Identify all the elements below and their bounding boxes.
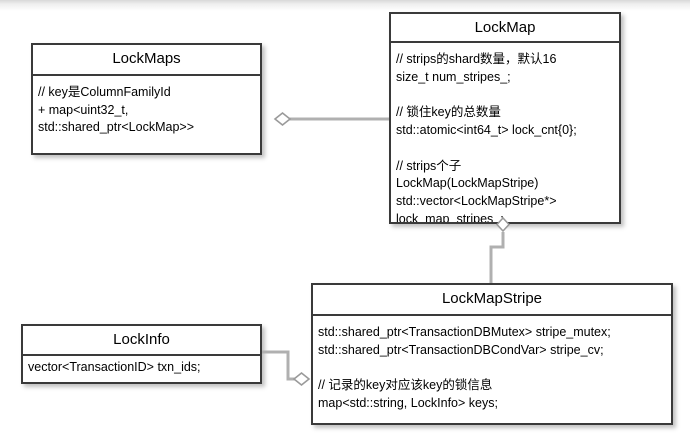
relation-line <box>262 350 295 381</box>
class-box-lockinfo[interactable]: LockInfo vector<TransactionID> txn_ids; <box>21 324 262 384</box>
class-box-lockmap[interactable]: LockMap // strips的shard数量，默认16 size_t nu… <box>389 12 621 224</box>
class-members-lockinfo: vector<TransactionID> txn_ids; <box>28 360 201 375</box>
class-members-lockmaps: // key是ColumnFamilyId + map<uint32_t, st… <box>38 84 194 135</box>
relation-lockinfo-to-lockmapstripe <box>262 350 311 387</box>
class-title-lockmaps: LockMaps <box>33 45 260 76</box>
relation-lockmap-to-lockmapstripe <box>489 216 511 283</box>
class-title-lockmap: LockMap <box>391 14 619 44</box>
class-box-lockmaps[interactable]: LockMaps // key是ColumnFamilyId + map<uin… <box>31 43 262 155</box>
class-title-lockinfo: LockInfo <box>23 326 260 357</box>
relation-lockmaps-to-lockmap <box>273 111 389 127</box>
aggregation-diamond-icon <box>292 371 311 387</box>
class-box-lockmapstripe[interactable]: LockMapStripe std::shared_ptr<Transactio… <box>311 283 673 425</box>
relation-line <box>489 232 505 283</box>
class-members-lockmapstripe: std::shared_ptr<TransactionDBMutex> stri… <box>318 324 611 410</box>
class-members-lockmap: // strips的shard数量，默认16 size_t num_stripe… <box>396 52 577 222</box>
class-title-lockmapstripe: LockMapStripe <box>313 285 671 316</box>
aggregation-diamond-icon <box>273 111 292 127</box>
